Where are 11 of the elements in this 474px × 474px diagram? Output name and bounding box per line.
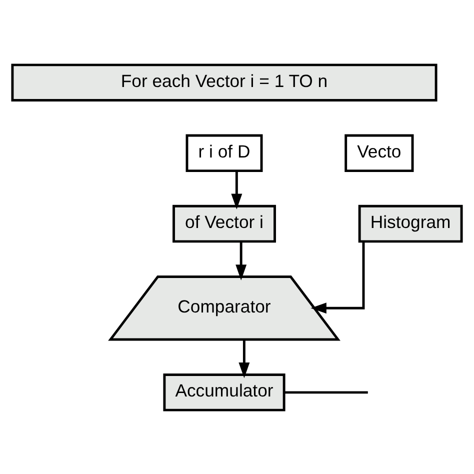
node-box: Accumulator <box>163 373 286 411</box>
arrow <box>236 241 247 280</box>
arrow <box>238 339 250 378</box>
node-box: of Vector i <box>172 204 276 242</box>
connector <box>284 390 368 394</box>
node-box: For each Vector i = 1 TO n <box>11 63 438 101</box>
node-box: r i of D <box>186 134 263 172</box>
node-box: Histogram <box>358 204 463 242</box>
arrow <box>231 170 242 209</box>
node-box: Vecto <box>344 134 414 172</box>
arrow <box>310 241 365 314</box>
